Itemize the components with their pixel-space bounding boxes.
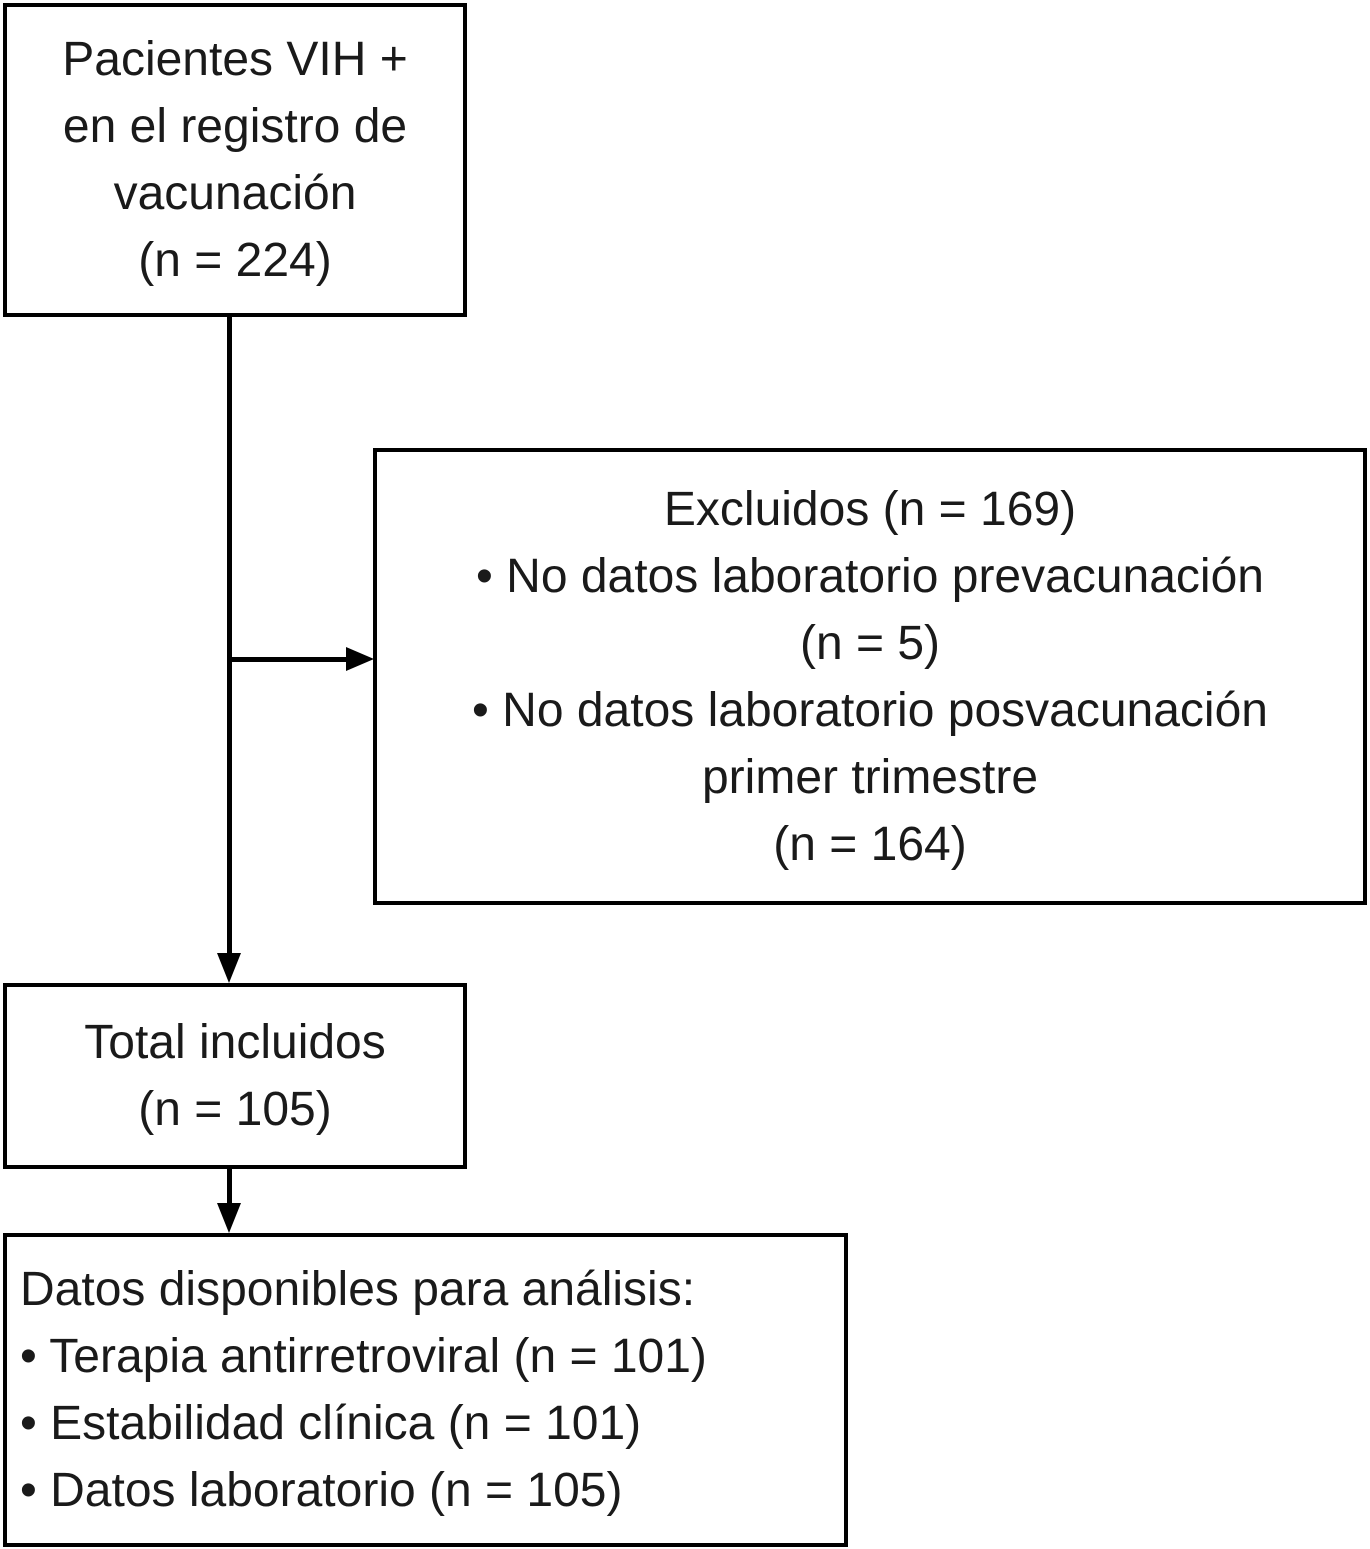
box-patients-line-1: Pacientes VIH +: [62, 33, 408, 86]
box-analysis-item-1: • Terapia antirretroviral (n = 101): [20, 1330, 707, 1383]
box-analysis-title: Datos disponibles para análisis:: [20, 1263, 696, 1316]
arrow-down-icon: [217, 1203, 241, 1233]
box-analysis-item-3: • Datos laboratorio (n = 105): [20, 1464, 623, 1517]
connector-patients-to-included: [227, 316, 232, 956]
box-excluded-reason-1: • No datos laboratorio prevacunación: [476, 549, 1264, 603]
connector-included-to-analysis: [227, 1168, 232, 1210]
box-patients-count: (n = 224): [138, 234, 332, 287]
connector-branch-to-excluded: [227, 657, 347, 662]
box-excluded: Excluidos (n = 169) • No datos laborator…: [373, 448, 1367, 905]
arrow-right-icon: [346, 647, 374, 671]
box-patients-line-2: en el registro de: [62, 100, 408, 153]
box-data-available: Datos disponibles para análisis: • Terap…: [3, 1233, 848, 1547]
box-excluded-reason-1-count: (n = 5): [799, 616, 941, 670]
arrow-down-icon: [217, 953, 241, 983]
box-excluded-title: Excluidos (n = 169): [663, 482, 1077, 536]
box-analysis-item-2: • Estabilidad clínica (n = 101): [20, 1397, 642, 1450]
box-included-title: Total incluidos: [84, 1016, 386, 1069]
box-patients-registry: Pacientes VIH + en el registro de vacuna…: [3, 3, 467, 317]
box-total-included: Total incluidos (n = 105): [3, 983, 467, 1169]
box-patients-line-3: vacunación: [113, 167, 357, 220]
box-excluded-reason-2b: primer trimestre: [701, 750, 1039, 804]
box-excluded-reason-2-count: (n = 164): [773, 817, 967, 871]
box-included-count: (n = 105): [138, 1083, 332, 1136]
box-excluded-reason-2: • No datos laboratorio posvacunación: [472, 683, 1268, 737]
